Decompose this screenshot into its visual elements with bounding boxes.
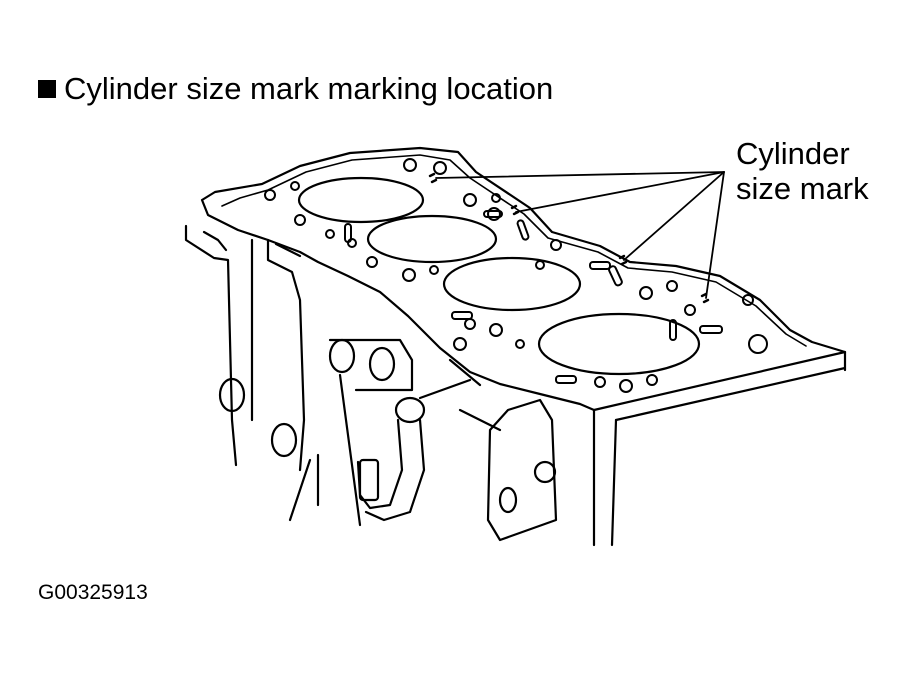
head-gasket-outline <box>202 148 845 410</box>
cylinder-bore-4 <box>539 314 699 374</box>
diagram-title: Cylinder size mark marking location <box>38 70 553 108</box>
block-lower-lines <box>290 360 500 520</box>
gasket-slots <box>345 211 722 383</box>
cylinder-bore-1 <box>299 178 423 222</box>
cylinder-bore-3 <box>444 258 580 310</box>
lower-boss-hole-1 <box>535 462 555 482</box>
bolt-boss-left <box>220 379 244 411</box>
block-right-face <box>612 420 616 545</box>
vertical-line-left <box>340 375 360 525</box>
callout-label: Cylinder size mark <box>736 136 869 206</box>
cylinder-bore-2 <box>368 216 496 262</box>
lower-boss-hole-2 <box>500 488 516 512</box>
block-rib-left <box>186 226 236 465</box>
block-rib-middle <box>252 240 304 470</box>
front-boss-housing <box>330 340 412 390</box>
bracket-bolt <box>396 398 424 422</box>
figure-id: G00325913 <box>38 581 148 604</box>
callout-line-2: size mark <box>736 171 869 206</box>
bolt-boss-middle <box>272 424 296 456</box>
diagram-title-text: Cylinder size mark marking location <box>64 71 554 106</box>
front-boss-2 <box>370 348 394 380</box>
callout-leader-lines <box>436 172 724 298</box>
gasket-inner-edge <box>222 155 806 346</box>
block-front-edge <box>594 352 845 545</box>
bracket-tab <box>360 460 378 500</box>
front-boss-1 <box>330 340 354 372</box>
callout-line-1: Cylinder <box>736 136 850 171</box>
bracket-strap <box>358 420 424 520</box>
square-bullet-icon <box>38 80 56 98</box>
lower-right-boss <box>488 400 556 540</box>
